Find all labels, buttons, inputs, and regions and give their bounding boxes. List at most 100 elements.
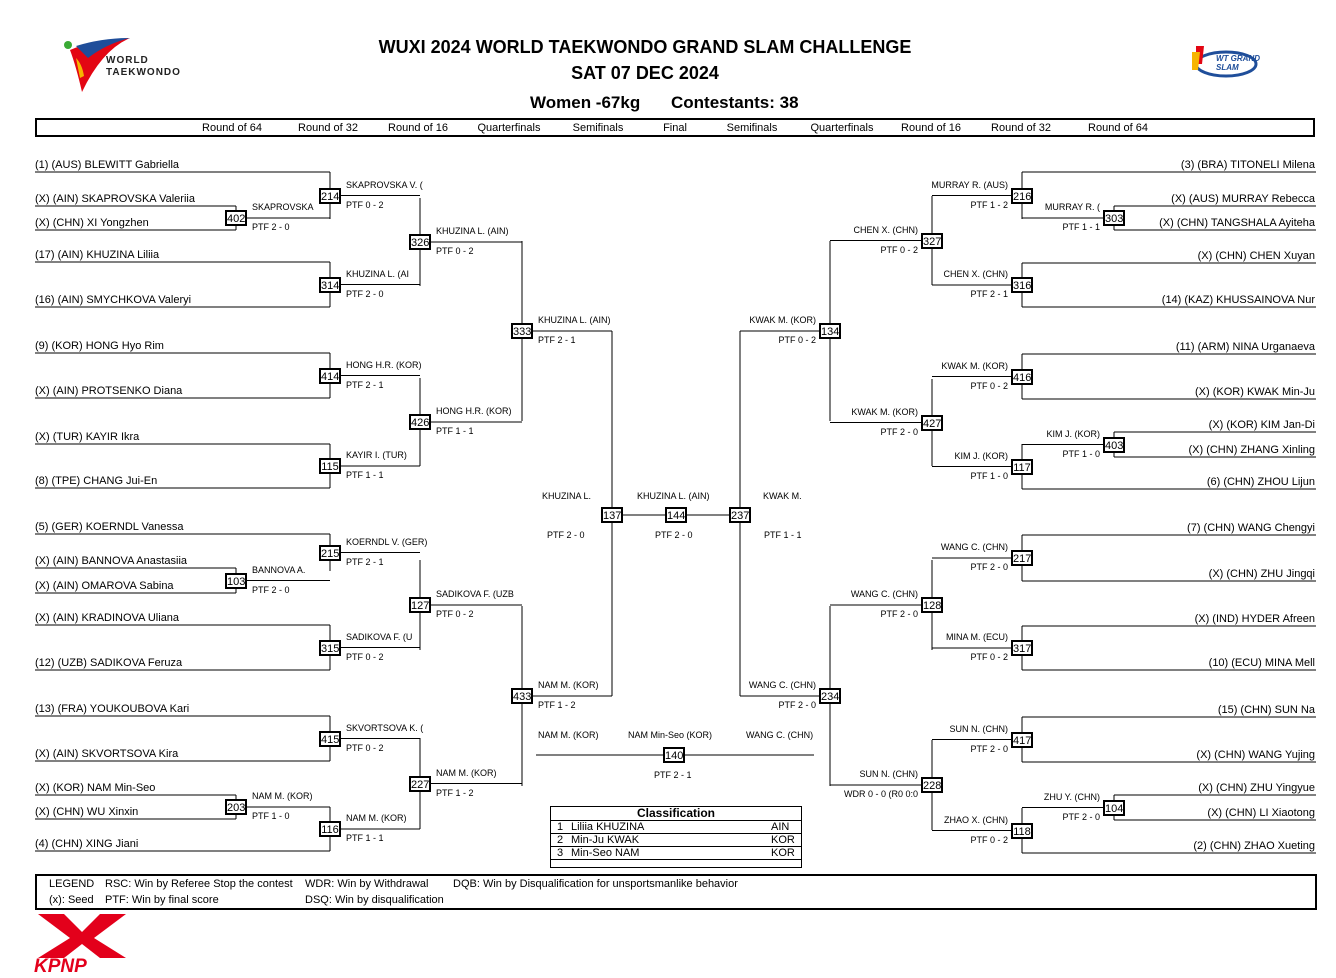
match-winner: WANG C. (CHN) — [850, 589, 918, 599]
match-result: PTF 1 - 1 — [346, 833, 384, 843]
match-result: PTF 2 - 0 — [970, 743, 1008, 754]
match-winner: HONG H.R. (KOR) — [436, 406, 512, 416]
left-player-name: (17) (AIN) KHUZINA Liliia — [35, 249, 160, 261]
match-winner: KHUZINA L. (AIN) — [538, 315, 611, 325]
right-player-name: (X) (CHN) ZHANG Xinling — [1188, 444, 1315, 456]
match-number-box: 333 — [511, 323, 533, 339]
match-winner: NAM M. (KOR) — [252, 791, 313, 801]
left-player-name: (1) (AUS) BLEWITT Gabriella — [35, 159, 180, 171]
match-result: PTF 1 - 1 — [436, 426, 474, 436]
round-label: Round of 32 — [991, 122, 1051, 134]
match-result: PTF 2 - 1 — [538, 335, 576, 345]
right-player-name: (X) (CHN) TANGSHALA Ayiteha — [1159, 217, 1315, 229]
match-number-box: 118 — [1011, 822, 1033, 839]
match-result: PTF 2 - 0 — [880, 609, 918, 619]
right-player-name: (7) (CHN) WANG Chengyi — [1187, 522, 1315, 534]
left-player-name: (X) (AIN) PROTSENKO Diana — [35, 385, 183, 397]
left-player-name: (9) (KOR) HONG Hyo Rim — [35, 340, 164, 352]
round-label: Round of 16 — [388, 122, 448, 134]
match-number-box: 427 — [921, 414, 943, 431]
semifinal-left-winner: KHUZINA L. — [542, 491, 592, 501]
left-player-name: (16) (AIN) SMYCHKOVA Valeryi — [35, 294, 192, 306]
match-winner: WANG C. (CHN) — [940, 542, 1008, 552]
match-winner: KOERNDL V. (GER) — [346, 536, 428, 547]
match-number-box: 117 — [1011, 458, 1033, 475]
final-result: PTF 2 - 0 — [655, 530, 693, 540]
match-number-box: 127 — [409, 597, 431, 613]
classification-table: Classification 1 Liliia KHUZINA AIN 2 Mi… — [550, 806, 802, 868]
match-winner: KIM J. (KOR) — [954, 450, 1009, 461]
left-player-name: (X) (CHN) WU Xinxin — [35, 806, 139, 818]
round-label: Semifinals — [726, 122, 778, 134]
world-taekwondo-logo: WORLD TAEKWONDO — [62, 36, 192, 94]
semifinal-right-winner: KWAK M. — [763, 491, 802, 501]
match-result: PTF 1 - 2 — [970, 199, 1008, 210]
legend-dsq: DSQ: Win by disqualification — [305, 894, 444, 906]
right-player-name: (X) (CHN) WANG Yujing — [1196, 749, 1315, 761]
match-winner: KHUZINA L. (AIN) — [436, 226, 509, 236]
classification-name: Min-Seo NAM — [571, 847, 640, 859]
right-player-name: (3) (BRA) TITONELI Milena — [1180, 159, 1315, 171]
match-winner: SKAPROVSKA — [252, 202, 314, 212]
classification-rank: 1 — [557, 821, 564, 833]
kpnp-logo: KPNP — [34, 910, 130, 977]
round-label: Semifinals — [572, 122, 624, 134]
left-player-name: (X) (KOR) NAM Min-Seo — [35, 782, 156, 794]
world-taekwondo-logo-text: WORLD TAEKWONDO — [106, 55, 181, 78]
left-player-name: (X) (AIN) KRADINOVA Uliana — [35, 612, 180, 624]
bronze-right-name: WANG C. (CHN) — [746, 730, 814, 740]
right-player-name: (X) (AUS) MURRAY Rebecca — [1171, 193, 1315, 205]
wt-grand-slam-logo-text: WT GRAND SLAM — [1216, 54, 1260, 72]
match-winner: KHUZINA L. (AI — [346, 268, 410, 279]
match-winner: MURRAY R. (AUS) — [931, 179, 1008, 190]
right-player-name: (2) (CHN) ZHAO Xueting — [1193, 840, 1315, 852]
round-label: Quarterfinals — [477, 122, 541, 134]
match-result: PTF 2 - 1 — [970, 289, 1008, 299]
match-result: PTF 2 - 0 — [346, 288, 384, 299]
legend-ptf: PTF: Win by final score — [105, 894, 219, 906]
match-number-box: 103 — [225, 572, 247, 589]
wt-grand-slam-logo: WT GRAND SLAM — [1190, 42, 1262, 80]
right-player-name: (X) (IND) HYDER Afreen — [1194, 613, 1315, 625]
right-player-name: (11) (ARM) NINA Urganaeva — [1175, 341, 1315, 353]
right-player-name: (X) (CHN) ZHU Yingyue — [1198, 782, 1315, 794]
round-header-bar — [35, 118, 1315, 137]
match-result: PTF 1 - 0 — [1062, 448, 1100, 459]
match-winner: MURRAY R. ( — [1044, 202, 1100, 212]
classification-title: Classification — [551, 807, 801, 821]
match-number-box: 128 — [921, 597, 943, 613]
match-winner: KWAK M. (KOR) — [851, 406, 918, 417]
match-winner: WANG C. (CHN) — [748, 680, 816, 690]
classification-row: 2 Min-Ju KWAK KOR — [551, 834, 801, 847]
match-number-box: 414 — [319, 367, 341, 384]
wt-grand-slam-logo-icon — [1192, 46, 1258, 78]
round-label: Round of 16 — [901, 122, 961, 134]
semifinal-right-result: PTF 1 - 1 — [764, 530, 802, 540]
legend-dqb: DQB: Win by Disqualification for unsport… — [453, 878, 738, 890]
match-result: PTF 1 - 2 — [436, 787, 474, 798]
match-result: PTF 0 - 2 — [778, 335, 816, 345]
match-winner: NAM M. (KOR) — [346, 813, 407, 823]
right-player-name: (X) (KOR) KIM Jan-Di — [1208, 419, 1315, 431]
match-number-box: 228 — [921, 777, 943, 793]
match-result: PTF 0 - 2 — [346, 651, 384, 662]
classification-nat: KOR — [771, 834, 795, 846]
round-label: Final — [663, 122, 687, 134]
match-number-box: 217 — [1011, 550, 1033, 566]
right-player-name: (10) (ECU) MINA Mell — [1208, 657, 1315, 669]
match-number-box: 116 — [319, 821, 341, 837]
left-player-name: (12) (UZB) SADIKOVA Feruza — [35, 657, 183, 669]
match-winner: KWAK M. (KOR) — [941, 360, 1008, 371]
bronze-left-name: NAM M. (KOR) — [538, 730, 599, 740]
match-result: PTF 2 - 1 — [346, 556, 384, 567]
right-player-name: (X) (CHN) ZHU Jingqi — [1208, 568, 1315, 580]
match-result: PTF 0 - 2 — [346, 199, 384, 210]
legend-wdr: WDR: Win by Withdrawal — [305, 878, 429, 890]
bronze-result: PTF 2 - 1 — [654, 770, 692, 780]
match-number-box: 215 — [319, 544, 341, 561]
match-result: WDR 0 - 0 (R0 0:0 — [843, 789, 918, 799]
kpnp-logo-icon — [38, 914, 126, 958]
right-player-name: (X) (CHN) CHEN Xuyan — [1197, 250, 1315, 262]
left-player-name: (X) (CHN) XI Yongzhen — [35, 217, 149, 229]
left-player-name: (4) (CHN) XING Jiani — [35, 838, 139, 850]
